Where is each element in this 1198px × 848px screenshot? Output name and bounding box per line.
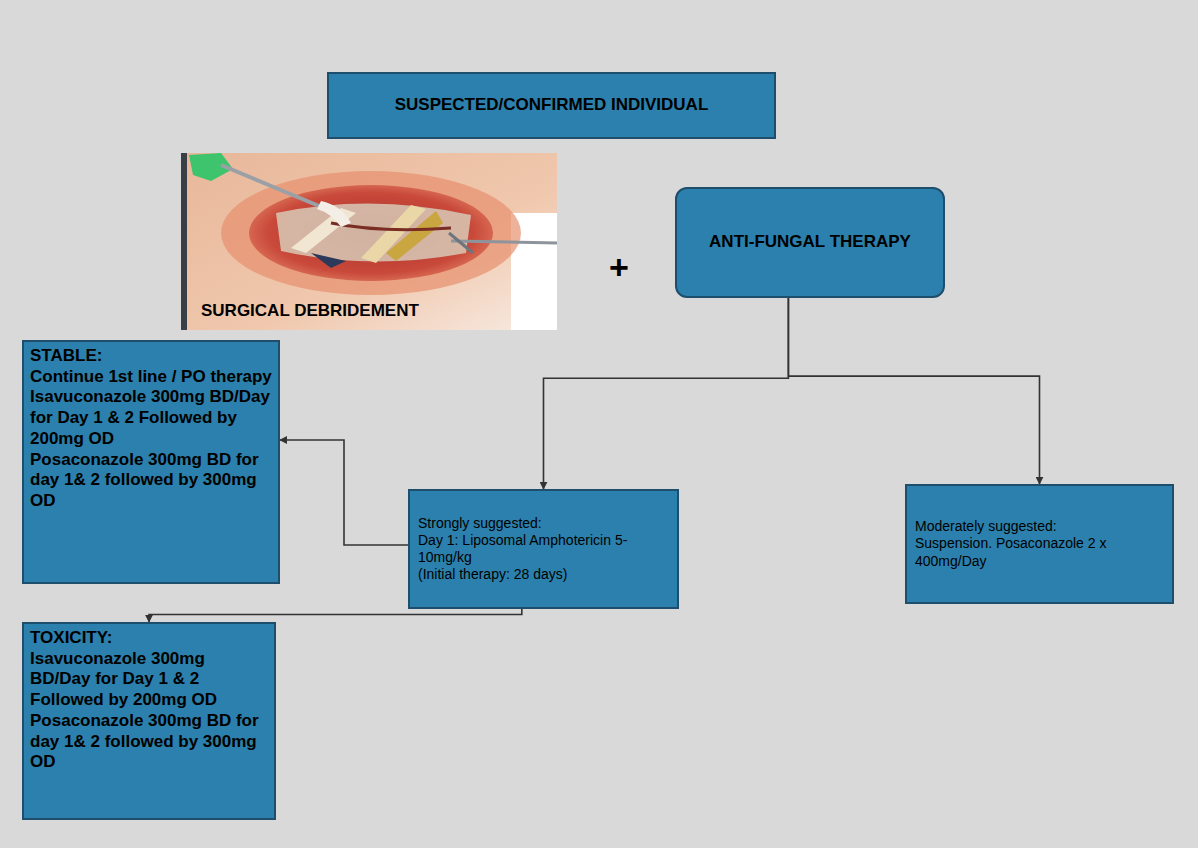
plus-sign: +: [609, 250, 629, 284]
node-text: Day 1: Liposomal Amphotericin 5-10mg/kg: [418, 532, 669, 566]
node-text: Posaconazole 300mg BD for day 1& 2 follo…: [30, 450, 272, 512]
title-box: SUSPECTED/CONFIRMED INDIVIDUAL: [327, 72, 776, 139]
node-text: Continue 1st line / PO therapy: [30, 367, 272, 388]
node-text: Posaconazole 300mg BD for day 1& 2 follo…: [30, 711, 268, 773]
node-heading: SUSPECTED/CONFIRMED INDIVIDUAL: [339, 95, 764, 116]
node-heading: Strongly suggested:: [418, 515, 669, 532]
node-heading: Moderately suggested:: [915, 518, 1164, 535]
stable-box: STABLE:Continue 1st line / PO therapyIsa…: [22, 340, 280, 584]
alternative-box: Moderately suggested:Suspension. Posacon…: [905, 484, 1174, 604]
node-heading: TOXICITY:: [30, 628, 268, 649]
toxicity-box: TOXICITY:Isavuconazole 300mg BD/Day for …: [22, 622, 276, 820]
node-text: Isavuconazole 300mg BD/Day for Day 1 & 2…: [30, 387, 272, 449]
node-heading: ANTI-FUNGAL THERAPY: [687, 232, 933, 253]
therapy-box: ANTI-FUNGAL THERAPY: [675, 187, 945, 298]
first-line-box: Strongly suggested:Day 1: Liposomal Amph…: [408, 489, 679, 609]
connector-arrow: [149, 609, 522, 622]
node-heading: SURGICAL DEBRIDEMENT: [201, 301, 547, 322]
connector-arrow: [788, 298, 1039, 484]
node-text: Isavuconazole 300mg BD/Day for Day 1 & 2…: [30, 649, 268, 711]
connector-arrow: [544, 298, 789, 489]
node-text: Suspension. Posaconazole 2 x 400mg/Day: [915, 535, 1164, 569]
connector-arrow: [280, 440, 408, 545]
node-heading: STABLE:: [30, 346, 272, 367]
node-text: (Initial therapy: 28 days): [418, 566, 669, 583]
illustration-box: SURGICAL DEBRIDEMENT: [181, 153, 557, 330]
